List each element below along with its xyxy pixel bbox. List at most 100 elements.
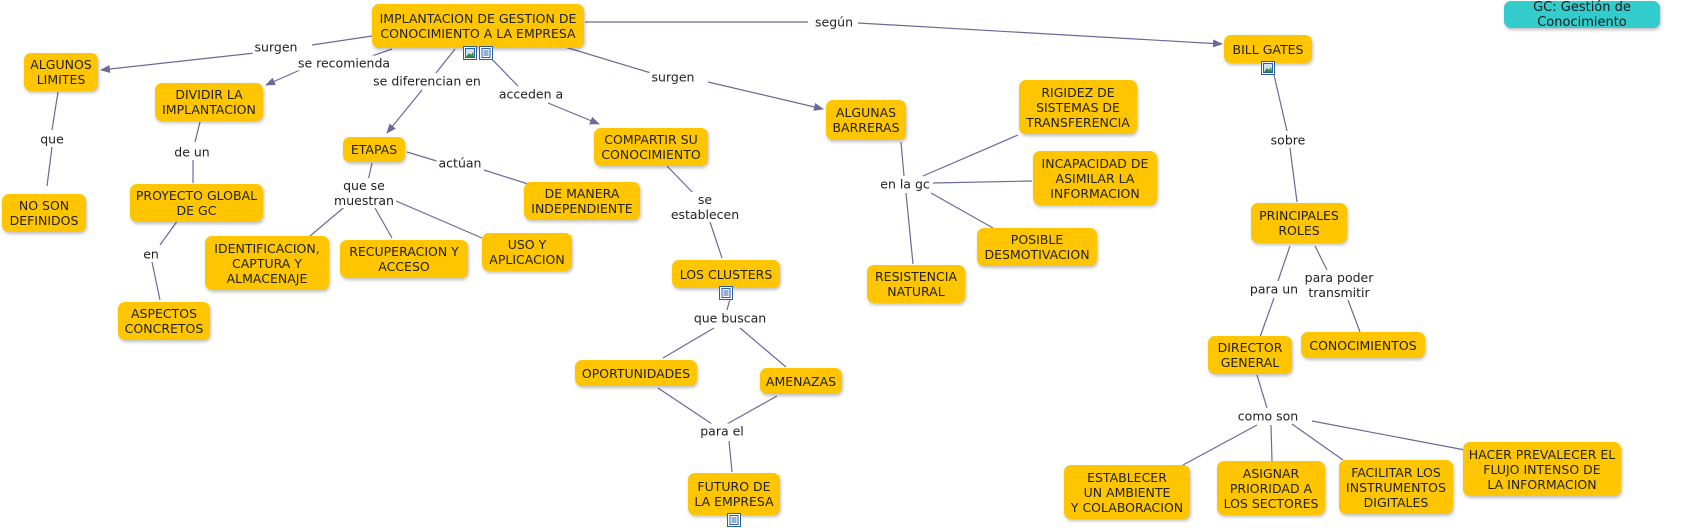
link-line <box>194 121 201 143</box>
concept-algunos-limites[interactable]: ALGUNOS LIMITES <box>24 53 98 91</box>
concept-dividir[interactable]: DIVIDIR LA IMPLANTACION <box>155 83 263 121</box>
link-label-sobre[interactable]: sobre <box>1268 132 1308 148</box>
link-label-para-el[interactable]: para el <box>698 423 746 439</box>
link-line <box>1256 374 1268 409</box>
link-line <box>311 35 373 46</box>
link-line <box>371 48 393 57</box>
concept-director-general[interactable]: DIRECTOR GENERAL <box>1208 336 1292 374</box>
link-label-se-establecen[interactable]: se establecen <box>668 192 742 222</box>
concept-incapacidad[interactable]: INCAPACIDAD DE ASIMILAR LA INFORMACION <box>1033 151 1157 205</box>
link-label-que-se-muestran[interactable]: que se muestran <box>332 178 396 208</box>
link-label-para-un[interactable]: para un <box>1247 281 1301 297</box>
link-line <box>932 180 1033 184</box>
link-label-en-la-gc[interactable]: en la gc <box>878 176 932 192</box>
link-line <box>657 387 713 425</box>
link-line <box>547 102 600 125</box>
concept-posible[interactable]: POSIBLE DESMOTIVACION <box>977 228 1097 266</box>
concept-establecer[interactable]: ESTABLECER UN AMBIENTE Y COLABORACION <box>1064 465 1190 519</box>
link-label-surgen[interactable]: surgen <box>252 39 300 55</box>
image-resource-icon[interactable] <box>1261 61 1275 75</box>
link-label-de-un[interactable]: de un <box>172 144 212 160</box>
link-line <box>857 22 1223 48</box>
concept-facilitar[interactable]: FACILITAR LOS INSTRUMENTOS DIGITALES <box>1339 460 1453 514</box>
concept-no-son-definidos[interactable]: NO SON DEFINIDOS <box>2 194 86 232</box>
link-line <box>374 207 393 239</box>
link-line <box>905 192 914 265</box>
concept-futuro[interactable]: FUTURO DE LA EMPRESA <box>688 473 780 527</box>
link-line <box>483 169 529 185</box>
link-line <box>564 46 652 74</box>
link-label-que[interactable]: que <box>38 131 66 147</box>
concept-bill-gates-label: BILL GATES <box>1232 41 1304 57</box>
concept-implantacion[interactable]: IMPLANTACION DE GESTION DE CONOCIMIENTO … <box>372 4 584 60</box>
link-label-surgen[interactable]: surgen <box>649 69 697 85</box>
concept-resistencia[interactable]: RESISTENCIA NATURAL <box>867 265 965 303</box>
link-line <box>739 327 787 368</box>
document-resource-icon[interactable] <box>727 513 741 527</box>
link-line <box>265 69 301 86</box>
link-line <box>1347 299 1361 333</box>
concept-oportunidades[interactable]: OPORTUNIDADES <box>575 360 697 386</box>
link-line <box>1273 74 1288 132</box>
link-line <box>435 48 456 74</box>
link-line <box>1289 147 1298 203</box>
link-line <box>707 81 824 111</box>
link-line <box>922 134 1019 177</box>
link-label-en[interactable]: en <box>141 246 161 262</box>
concept-de-manera[interactable]: DE MANERA INDEPENDIENTE <box>524 182 640 220</box>
link-label-para-poder-transmitir[interactable]: para poder transmitir <box>1302 270 1376 300</box>
concept-bill-gates[interactable]: BILL GATES <box>1224 35 1312 75</box>
link-label-se-recomienda[interactable]: se recomienda <box>295 55 393 71</box>
concept-conocimientos[interactable]: CONOCIMIENTOS <box>1301 332 1425 358</box>
link-line <box>709 221 723 259</box>
concept-rigidez[interactable]: RIGIDEZ DE SISTEMAS DE TRANSFERENCIA <box>1019 80 1137 134</box>
link-line <box>930 192 994 229</box>
link-label-se-diferencian-en[interactable]: se diferencian en <box>371 73 483 89</box>
link-line <box>666 165 698 198</box>
image-resource-icon[interactable] <box>463 46 477 60</box>
link-label-actuan[interactable]: actúan <box>436 155 484 171</box>
link-line <box>395 200 483 239</box>
concept-asignar[interactable]: ASIGNAR PRIORIDAD A LOS SECTORES <box>1217 461 1325 515</box>
concept-algunas-barreras[interactable]: ALGUNAS BARRERAS <box>826 100 906 140</box>
link-line <box>159 219 179 246</box>
link-label-acceden-a[interactable]: acceden a <box>496 86 566 102</box>
concept-etapas[interactable]: ETAPAS <box>343 137 405 162</box>
link-line <box>309 203 349 237</box>
link-label-segun[interactable]: según <box>813 14 855 30</box>
link-line <box>726 395 778 425</box>
concept-recuperacion[interactable]: RECUPERACION Y ACCESO <box>340 240 468 278</box>
link-line <box>46 146 53 187</box>
concept-uso[interactable]: USO Y APLICACION <box>482 233 572 271</box>
legend-gc[interactable]: GC: Gestión de Conocimiento <box>1504 0 1660 30</box>
concept-proyecto-global[interactable]: PROYECTO GLOBAL DE GC <box>130 184 263 222</box>
concept-principales-roles[interactable]: PRINCIPALES ROLES <box>1251 203 1347 243</box>
link-line <box>100 52 256 73</box>
document-resource-icon[interactable] <box>479 46 493 60</box>
link-line <box>1311 420 1466 451</box>
link-line <box>151 261 161 301</box>
document-resource-icon[interactable] <box>719 286 733 300</box>
link-line <box>1291 423 1344 461</box>
link-line <box>728 440 733 473</box>
link-line <box>1182 424 1258 466</box>
link-line <box>1277 245 1291 282</box>
link-line <box>406 151 441 163</box>
concept-los-clusters[interactable]: LOS CLUSTERS <box>672 260 780 300</box>
link-line <box>726 298 731 311</box>
link-line <box>662 327 715 359</box>
link-line <box>51 91 59 131</box>
concept-amenazas[interactable]: AMENAZAS <box>760 368 842 394</box>
link-label-como-son[interactable]: como son <box>1235 408 1301 424</box>
link-label-que-buscan[interactable]: que buscan <box>691 310 769 326</box>
concept-hacer-prevalecer[interactable]: HACER PREVALECER EL FLUJO INTENSO DE LA … <box>1463 442 1621 496</box>
concept-compartir[interactable]: COMPARTIR SU CONOCIMIENTO <box>594 128 708 166</box>
link-line <box>386 89 423 134</box>
concept-implantacion-label: IMPLANTACION DE GESTION DE CONOCIMIENTO … <box>379 11 577 41</box>
concept-futuro-label: FUTURO DE LA EMPRESA <box>694 479 774 509</box>
concept-aspectos[interactable]: ASPECTOS CONCRETOS <box>118 302 210 340</box>
concept-identificacion[interactable]: IDENTIFICACION, CAPTURA Y ALMACENAJE <box>205 236 329 290</box>
link-line <box>1259 297 1275 338</box>
